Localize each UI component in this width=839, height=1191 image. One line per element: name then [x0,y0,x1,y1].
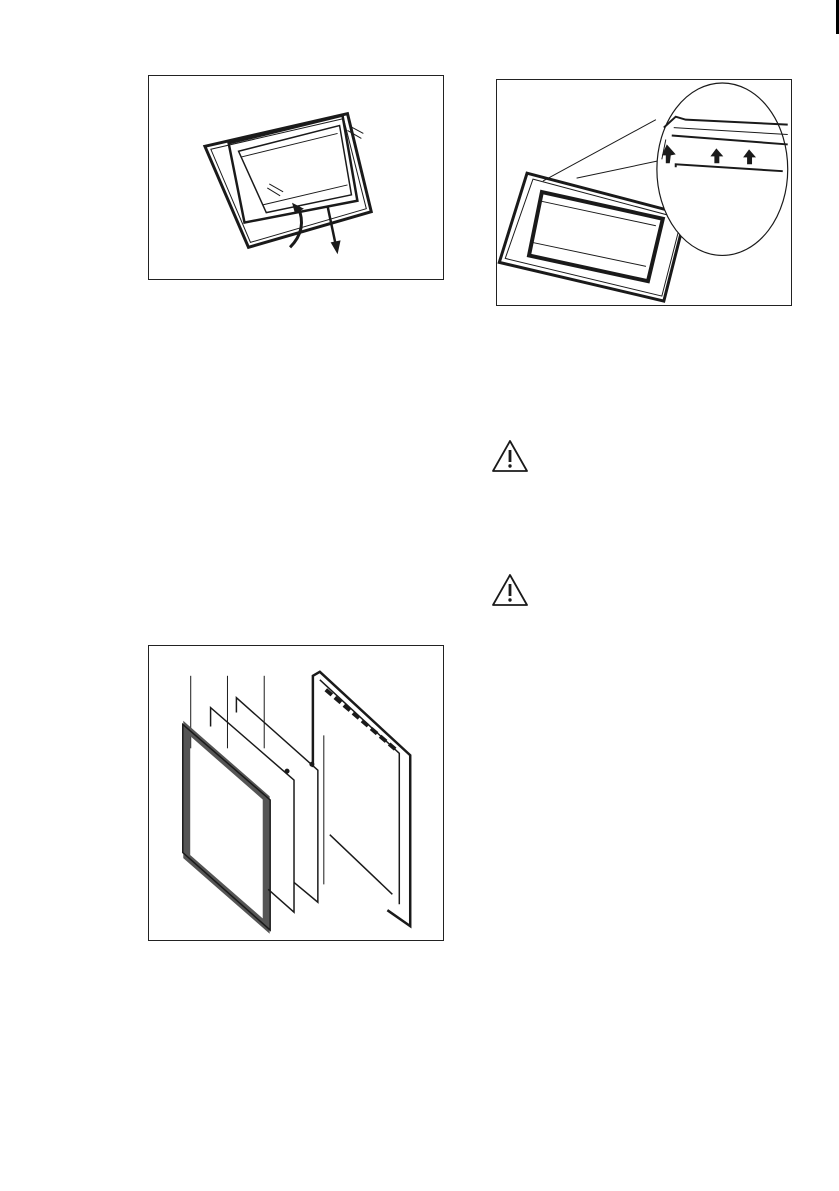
warning-triangle-icon [491,573,529,607]
figure-door-panel-removal [148,75,444,280]
figure-door-glass-panels-exploded [148,645,444,941]
door-glass-panels-illustration [149,646,443,940]
door-panel-removal-illustration [149,76,443,279]
figure-door-panel-insertion-detail [496,79,792,306]
down-arrow-icon [331,240,341,254]
door-panel-insertion-illustration [497,80,791,305]
warning-triangle-icon [491,439,529,473]
